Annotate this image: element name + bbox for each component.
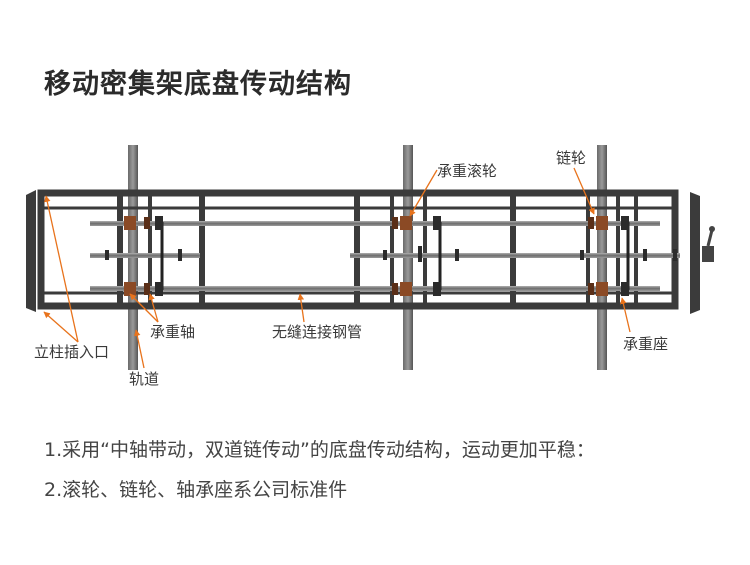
shaft-middle-right (350, 253, 680, 258)
hand-crank-icon (702, 226, 715, 262)
notes: 1.采用“中轴带动，双道链传动”的底盘传动结构，运动更加平稳： 2.滚轮、链轮、… (44, 430, 595, 510)
assembly-right (580, 216, 677, 296)
label-track: 轨道 (129, 370, 159, 388)
pointer-sprocket (573, 167, 595, 215)
pointer-lines (43, 167, 631, 369)
shafts (90, 221, 680, 291)
shaft-top (90, 221, 660, 226)
pointer-seamless-tube (297, 293, 305, 323)
pointer-track (134, 329, 145, 369)
label-sprocket: 链轮 (556, 149, 586, 167)
pointer-bearing-shaft-1 (148, 293, 159, 323)
end-plates (26, 190, 700, 314)
chains (160, 222, 630, 290)
pointer-column-socket-2 (43, 311, 79, 343)
assembly-left (105, 216, 182, 296)
label-bearing-seat: 承重座 (623, 335, 668, 353)
pointer-column-socket-1 (44, 195, 79, 343)
label-bearing-shaft: 承重轴 (150, 323, 195, 341)
shaft-middle-left (90, 253, 200, 258)
pointer-bearing-seat (620, 297, 631, 333)
note-2: 2.滚轮、链轮、轴承座系公司标准件 (44, 479, 348, 501)
label-bearing-roller: 承重滚轮 (437, 162, 497, 180)
end-plate-left (26, 190, 36, 312)
pointer-bearing-shaft-2 (129, 293, 159, 323)
note-1: 1.采用“中轴带动，双道链传动”的底盘传动结构，运动更加平稳： (44, 439, 595, 461)
end-plate-right (690, 192, 700, 314)
label-column-socket: 立柱插入口 (34, 343, 109, 361)
bearing-assemblies (105, 216, 677, 296)
pointer-bearing-roller (409, 169, 438, 217)
label-seamless-tube: 无缝连接钢管 (272, 323, 362, 341)
page-title: 移动密集架底盘传动结构 (44, 69, 352, 100)
shaft-bottom (90, 286, 660, 291)
assembly-middle (383, 216, 459, 296)
